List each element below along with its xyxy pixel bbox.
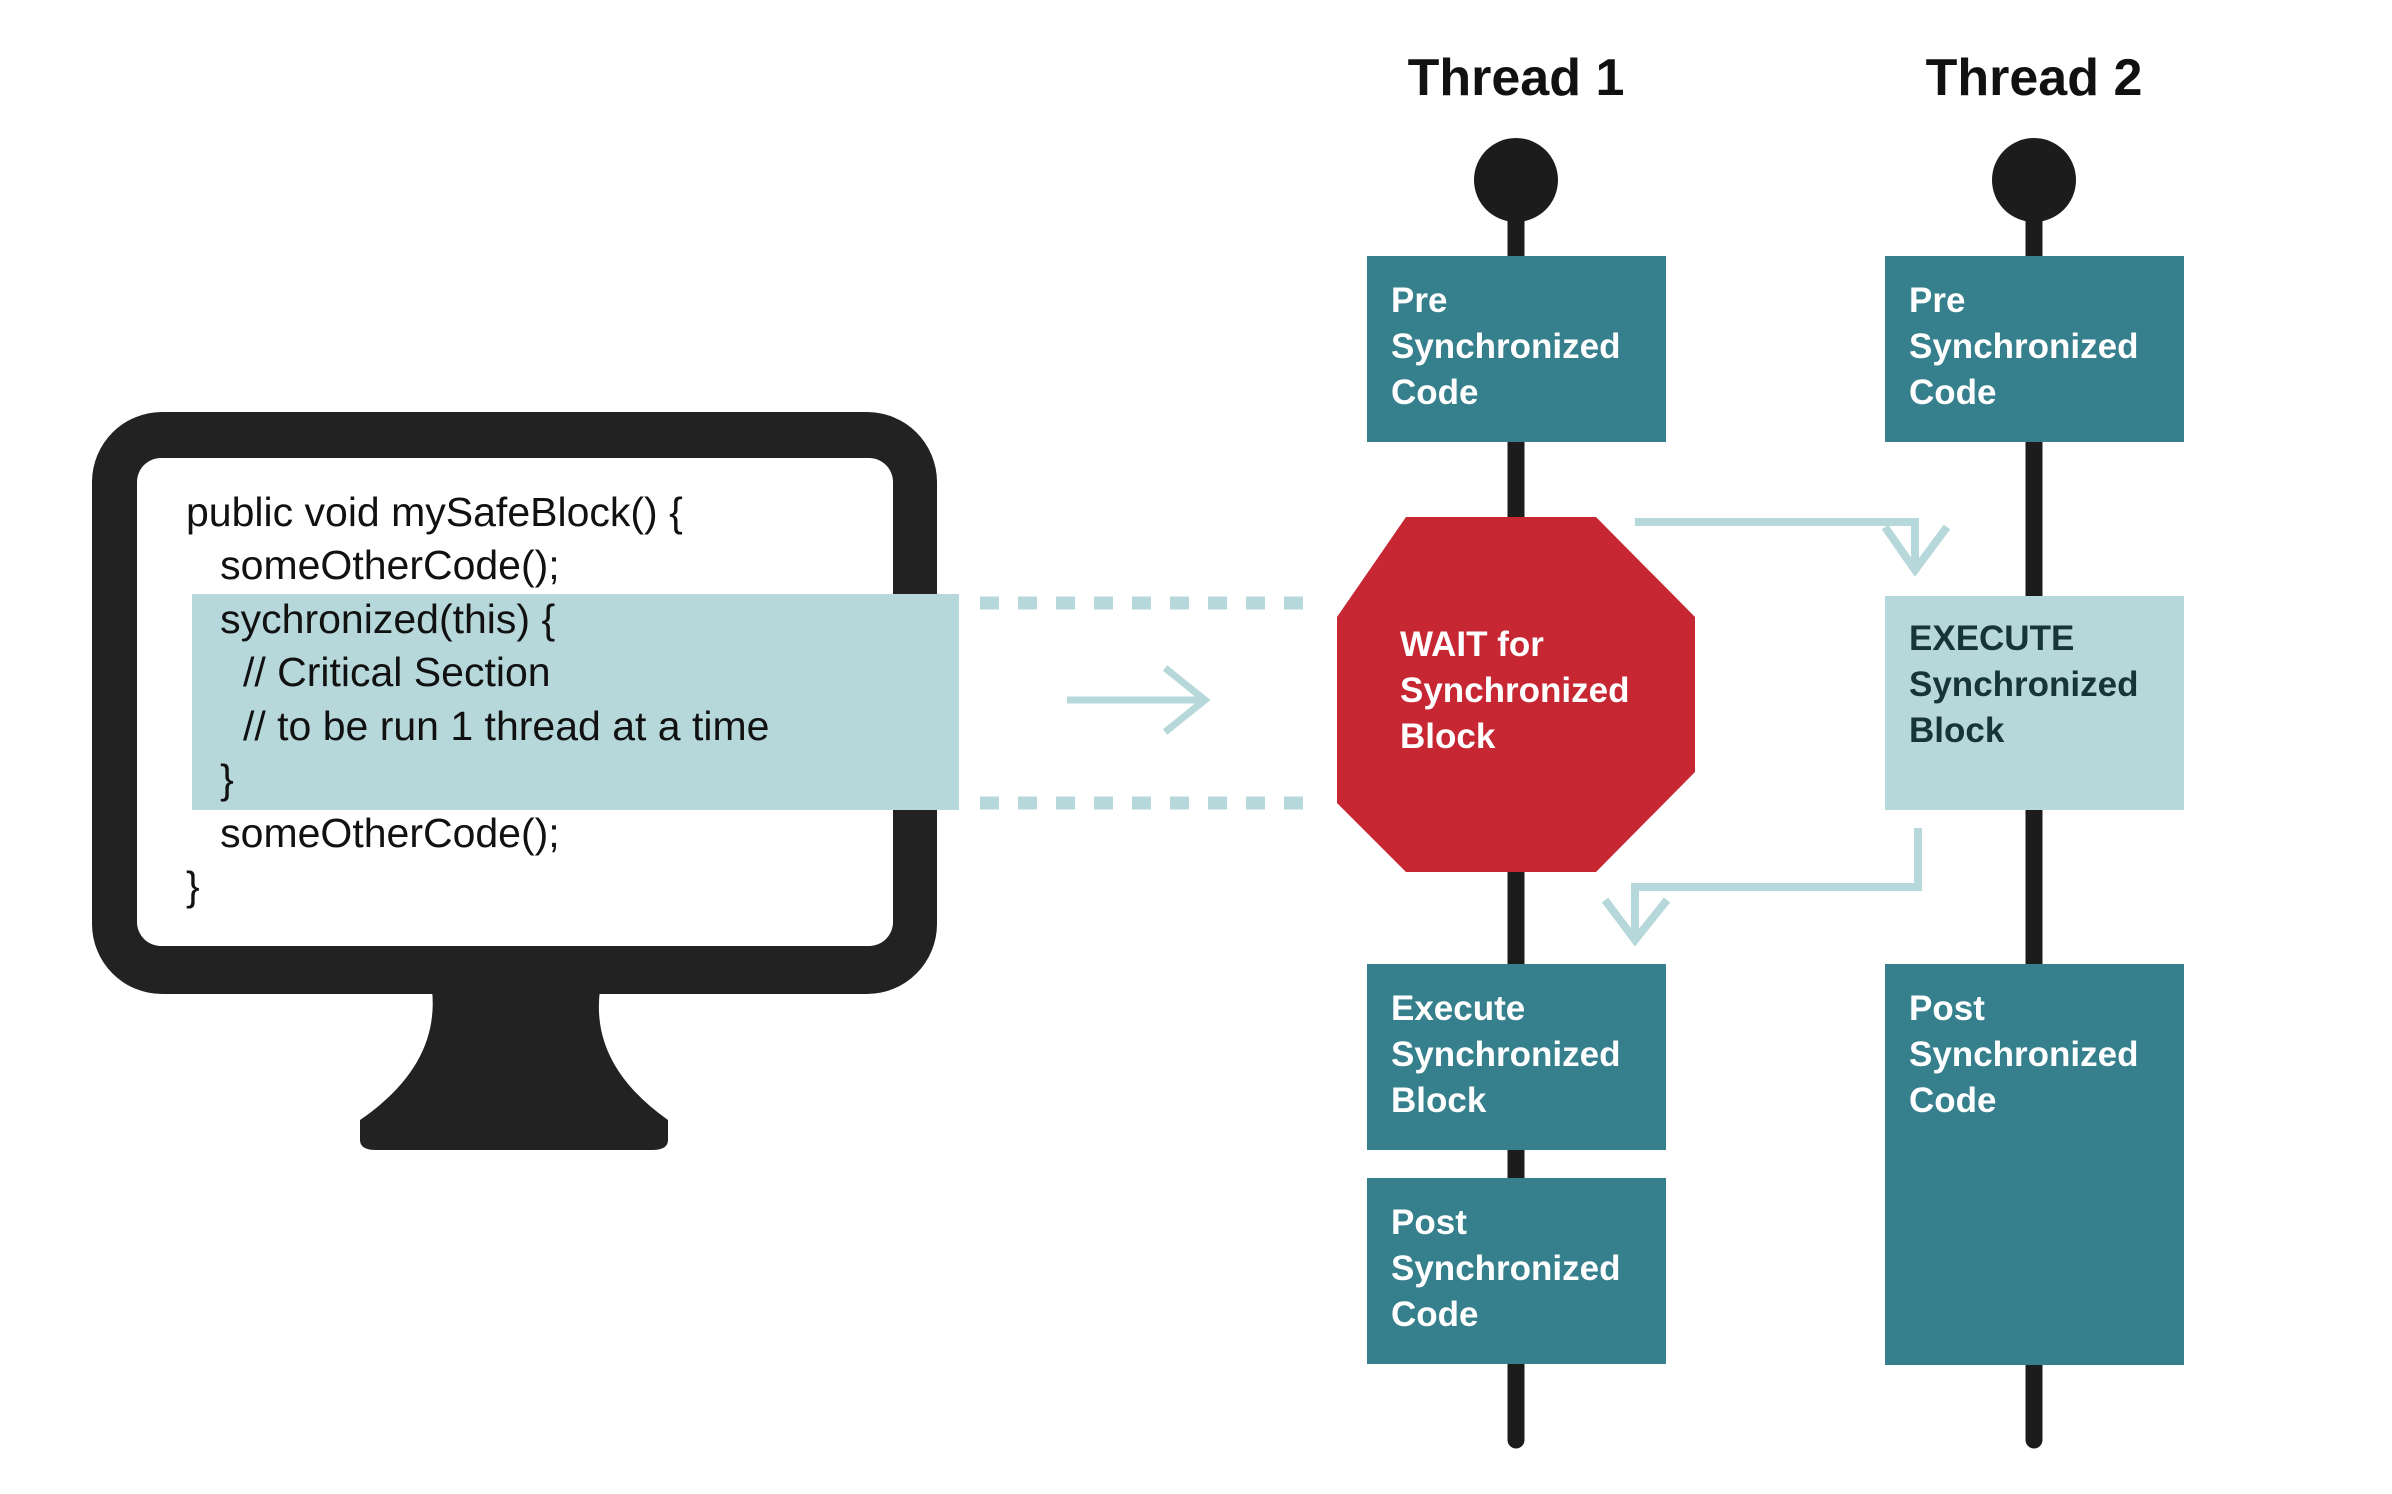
code-block: public void mySafeBlock() { someOtherCod…	[186, 485, 946, 925]
box-label: Synchronized	[1909, 665, 2139, 704]
box-label: EXECUTE	[1909, 619, 2075, 658]
code-line-5: // to be run 1 thread at a time	[186, 703, 770, 749]
monitor-stand	[360, 990, 668, 1150]
box-label: Post	[1391, 1203, 1467, 1242]
code-highlight	[192, 594, 959, 810]
thread2-pre-sync-box: Pre Synchronized Code	[1885, 256, 2184, 442]
wait-label-line: Block	[1400, 717, 1496, 756]
box-label: Block	[1909, 711, 2005, 750]
thread2-start-dot	[1992, 138, 2076, 222]
box-label: Code	[1391, 373, 1479, 412]
code-line-3: sychronized(this) {	[186, 596, 556, 642]
wait-label-line: Synchronized	[1400, 671, 1630, 710]
thread2-post-sync-box: Post Synchronized Code	[1885, 964, 2184, 1365]
code-line-4: // Critical Section	[186, 649, 551, 695]
code-line-1: public void mySafeBlock() {	[186, 489, 683, 535]
box-label: Synchronized	[1391, 1035, 1621, 1074]
code-line-8: }	[186, 863, 200, 909]
thread1-pre-sync-box: Pre Synchronized Code	[1367, 256, 1666, 442]
box-label: Pre	[1909, 281, 1966, 320]
stop-sign-icon	[1337, 517, 1695, 872]
box-label: Code	[1391, 1295, 1479, 1334]
thread1-wait-label: WAIT for Synchronized Block	[1400, 622, 1700, 760]
box-label: Synchronized	[1909, 1035, 2139, 1074]
flow-arrow-to-thread1	[1601, 828, 1922, 947]
box-label: Execute	[1391, 989, 1526, 1028]
thread1-post-sync-box: Post Synchronized Code	[1367, 1178, 1666, 1364]
code-line-2: someOtherCode();	[186, 542, 560, 588]
right-arrow-icon	[1067, 665, 1211, 735]
box-label: Pre	[1391, 281, 1448, 320]
wait-label-line: WAIT for	[1400, 625, 1544, 664]
thread1-title: Thread 1	[1407, 49, 1625, 107]
thread1-execute-sync-box: Execute Synchronized Block	[1367, 964, 1666, 1150]
code-line-7: someOtherCode();	[186, 810, 560, 856]
code-line-6: }	[186, 756, 234, 802]
thread2-title: Thread 2	[1925, 49, 2143, 107]
box-label: Synchronized	[1391, 327, 1621, 366]
flow-arrow-to-thread2	[1635, 518, 1951, 577]
thread2-execute-sync-box: EXECUTE Synchronized Block	[1885, 596, 2184, 810]
box-label: Synchronized	[1909, 327, 2139, 366]
box-label: Post	[1909, 989, 1985, 1028]
thread1-start-dot	[1474, 138, 1558, 222]
box-label: Code	[1909, 1081, 1997, 1120]
box-label: Synchronized	[1391, 1249, 1621, 1288]
box-label: Block	[1391, 1081, 1487, 1120]
box-label: Code	[1909, 373, 1997, 412]
